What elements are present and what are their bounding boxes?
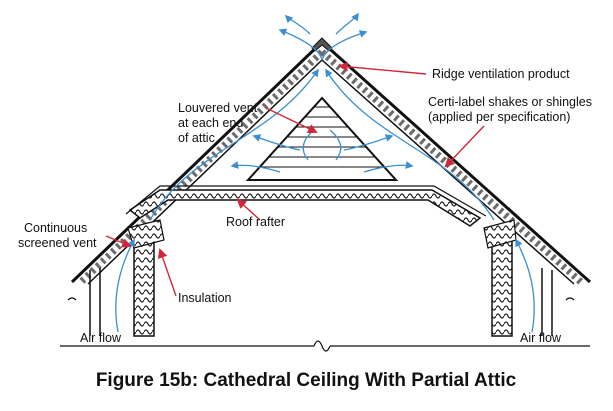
left-wall bbox=[67, 219, 165, 337]
label-insulation: Insulation bbox=[178, 291, 232, 305]
leader-lines bbox=[105, 61, 485, 297]
roof-shingles bbox=[70, 40, 592, 286]
louvered-vent-triangle bbox=[245, 96, 399, 181]
label-screened-1: Continuous bbox=[24, 221, 87, 235]
airflow-arrows bbox=[115, 12, 535, 333]
label-airflow-left: Air flow bbox=[80, 331, 122, 345]
label-airflow-right: Air flow bbox=[520, 331, 562, 345]
ground-line bbox=[60, 340, 590, 352]
label-louvered-3: of attic bbox=[178, 131, 215, 145]
ridge-vent bbox=[311, 37, 333, 52]
label-roof-rafter: Roof rafter bbox=[226, 215, 285, 229]
label-screened-2: screened vent bbox=[18, 236, 97, 250]
label-shakes-2: (applied per specification) bbox=[428, 110, 570, 124]
label-shakes-1: Certi-label shakes or shingles bbox=[428, 95, 592, 109]
label-louvered-1: Louvered vent bbox=[178, 101, 258, 115]
figure-caption: Figure 15b: Cathedral Ceiling With Parti… bbox=[96, 370, 517, 391]
label-ridge-vent: Ridge ventilation product bbox=[432, 67, 570, 81]
right-wall bbox=[483, 219, 575, 337]
label-louvered-2: at each end bbox=[178, 116, 243, 130]
ceiling-insulation-band bbox=[125, 185, 487, 227]
